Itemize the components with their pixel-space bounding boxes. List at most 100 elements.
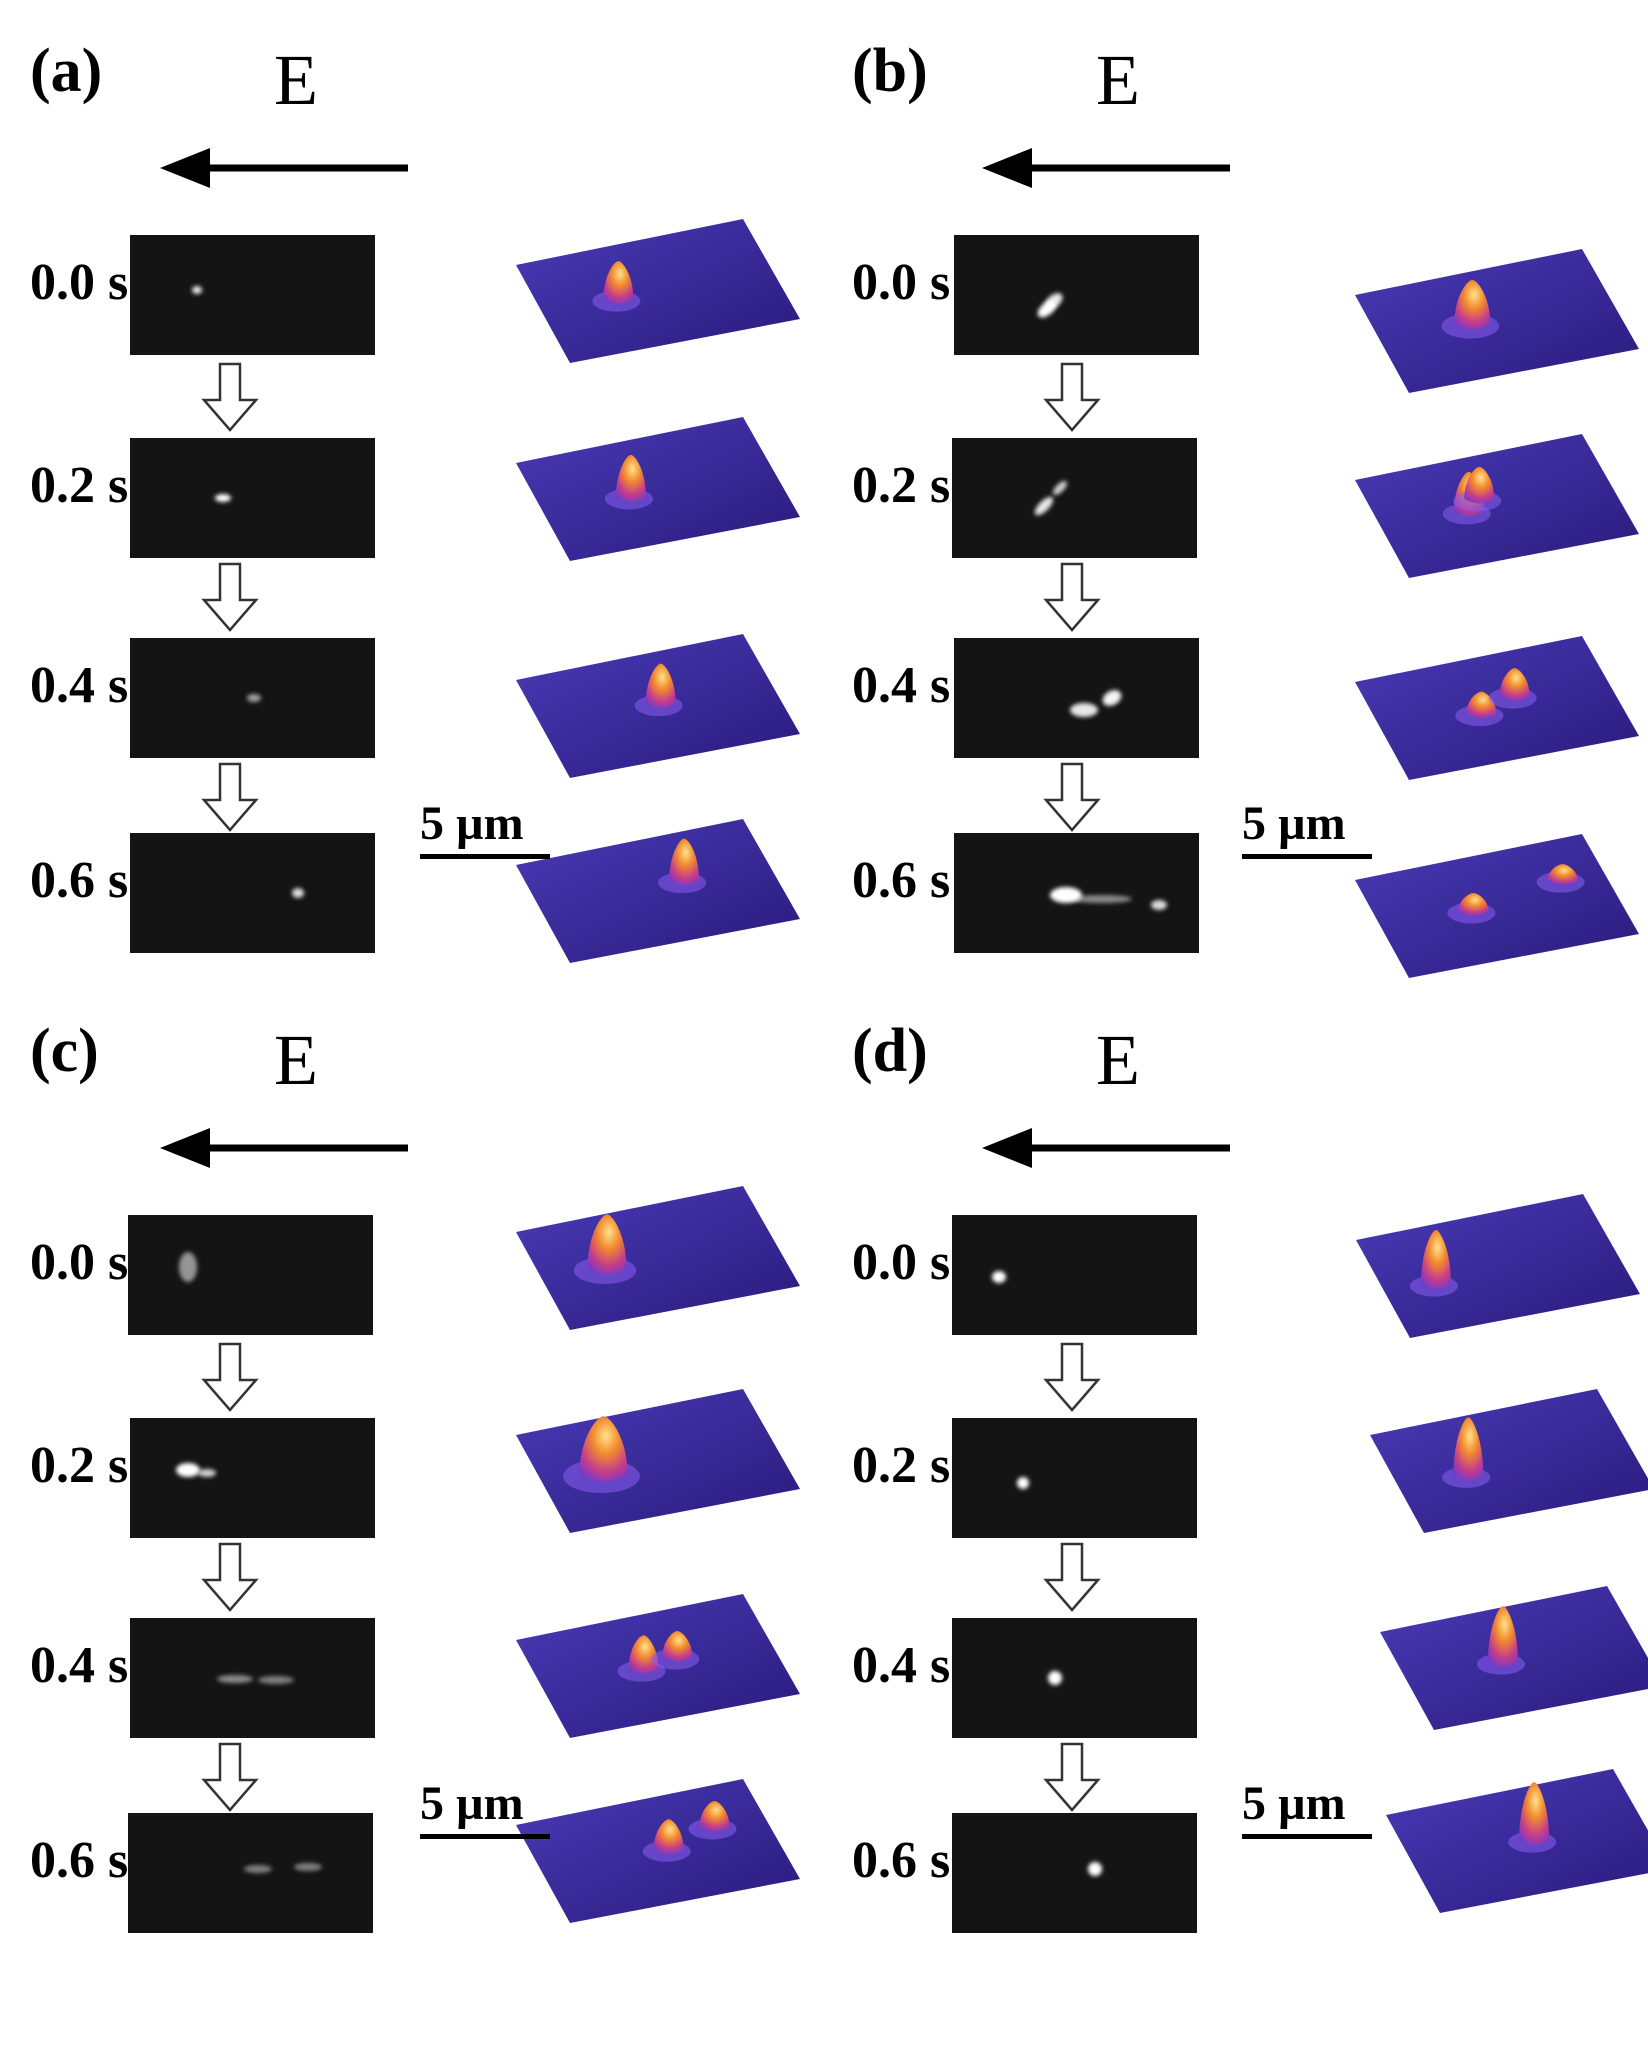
intensity-peak (1547, 864, 1578, 885)
surface-plane (516, 1186, 800, 1330)
particle-spot (1048, 1671, 1062, 1685)
intensity-surface-plot (508, 815, 808, 965)
field-label: E (274, 1020, 318, 1100)
time-step-arrow-icon (200, 1342, 260, 1412)
field-label: E (274, 40, 318, 120)
intensity-peak (1499, 668, 1530, 701)
field-direction-arrow-icon (982, 90, 1232, 190)
scale-bar-line (1242, 1834, 1372, 1839)
scale-bar-label: 5 µm (420, 797, 524, 850)
intensity-surface-plot (508, 1385, 808, 1535)
fluorescence-micrograph (954, 833, 1199, 953)
scale-bar: 5 µm (420, 800, 550, 860)
fluorescence-micrograph (952, 1813, 1197, 1933)
intensity-peak (587, 1214, 627, 1275)
time-label: 0.2 s (30, 1437, 129, 1494)
intensity-peak (615, 454, 646, 502)
intensity-peak (669, 838, 700, 886)
intensity-peak (1458, 893, 1489, 916)
particle-spot (1151, 900, 1167, 910)
intensity-peak (1454, 280, 1491, 330)
surface-plane (516, 417, 800, 561)
particle-spot (1070, 703, 1098, 717)
intensity-peak (603, 261, 634, 304)
intensity-surface-plot (508, 1775, 808, 1925)
scale-bar: 5 µm (1242, 1780, 1372, 1840)
intensity-peak (699, 1800, 730, 1832)
scale-bar: 5 µm (420, 1780, 550, 1840)
time-label: 0.0 s (30, 1234, 129, 1291)
field-direction-arrow-icon (160, 90, 410, 190)
field-direction-arrow-icon (982, 1070, 1232, 1170)
fluorescence-micrograph (128, 1215, 373, 1335)
time-step-arrow-icon (200, 362, 260, 432)
field-direction-arrow-icon (160, 1070, 410, 1170)
intensity-peak (1519, 1782, 1550, 1845)
time-label: 0.2 s (852, 457, 951, 514)
panel-label: (b) (852, 37, 928, 105)
intensity-surface-plot (1378, 1765, 1648, 1915)
fluorescence-micrograph (130, 833, 375, 953)
time-label: 0.2 s (30, 457, 129, 514)
particle-spot (1088, 1862, 1102, 1876)
time-label: 0.4 s (30, 1637, 129, 1694)
time-label: 0.6 s (30, 1832, 129, 1889)
panel-label: (c) (30, 1017, 99, 1085)
time-label: 0.0 s (852, 254, 951, 311)
intensity-surface-plot (1362, 1385, 1648, 1535)
intensity-surface-plot (508, 413, 808, 563)
panel-label: (d) (852, 1017, 928, 1085)
time-step-arrow-icon (1042, 562, 1102, 632)
surface-plane (516, 1389, 800, 1533)
particle-spot (1045, 293, 1063, 309)
fluorescence-micrograph (952, 1418, 1197, 1538)
surface-plane (1370, 1389, 1648, 1533)
surface-plane (1356, 1194, 1640, 1338)
scale-bar-line (420, 854, 550, 859)
time-label: 0.2 s (852, 1437, 951, 1494)
scale-bar-label: 5 µm (1242, 1777, 1346, 1830)
intensity-surface-plot (508, 1590, 808, 1740)
surface-plane (516, 219, 800, 363)
intensity-peak (628, 1635, 659, 1674)
intensity-peak (653, 1819, 684, 1854)
panel-c: (c) E 0.0 s 0.2 s 0.4 s 0.6 s 5 µm (30, 1020, 830, 2000)
scale-bar-label: 5 µm (420, 1777, 524, 1830)
scale-bar-line (420, 1834, 550, 1839)
intensity-surface-plot (508, 215, 808, 365)
intensity-peak (1464, 466, 1495, 504)
particle-spot (217, 1675, 253, 1683)
time-label: 0.0 s (30, 254, 129, 311)
time-step-arrow-icon (1042, 1742, 1102, 1812)
time-step-arrow-icon (200, 1742, 260, 1812)
intensity-peak (1453, 1417, 1484, 1480)
surface-plane (1355, 636, 1639, 780)
fluorescence-micrograph (954, 638, 1199, 758)
particle-spot (992, 1271, 1006, 1283)
time-label: 0.6 s (852, 852, 951, 909)
fluorescence-micrograph (130, 438, 375, 558)
fluorescence-micrograph (128, 1813, 373, 1933)
fluorescence-micrograph (130, 1418, 375, 1538)
fluorescence-micrograph (954, 235, 1199, 355)
particle-spot (1053, 481, 1067, 495)
field-label: E (1096, 40, 1140, 120)
particle-spot (198, 1469, 216, 1477)
scale-bar: 5 µm (1242, 800, 1372, 860)
surface-plane (1355, 834, 1639, 978)
particle-spot (1034, 496, 1054, 516)
scale-bar-label: 5 µm (1242, 797, 1346, 850)
panel-label: (a) (30, 37, 103, 105)
surface-plane (516, 819, 800, 963)
scale-bar-line (1242, 854, 1372, 859)
intensity-surface-plot (1372, 1582, 1648, 1732)
particle-spot (294, 1863, 322, 1871)
intensity-surface-plot (508, 630, 808, 780)
particle-spot (1102, 690, 1122, 706)
intensity-peak (645, 663, 676, 709)
intensity-peak (1487, 1606, 1518, 1667)
intensity-peak (579, 1416, 628, 1482)
